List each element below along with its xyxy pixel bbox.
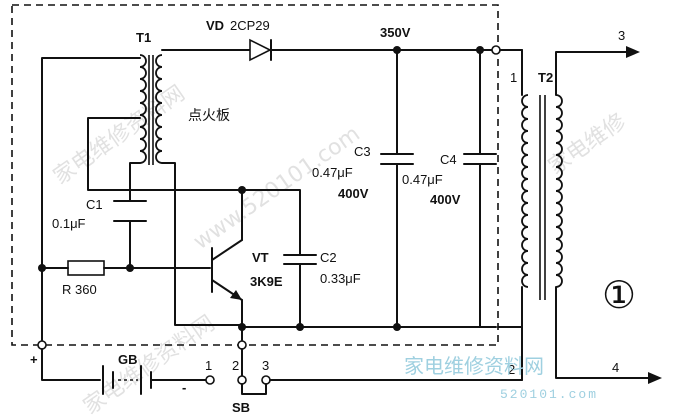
sb-pin2: 2 bbox=[232, 358, 239, 373]
plus-sign: + bbox=[30, 352, 38, 367]
terminal-out-top bbox=[491, 45, 501, 55]
capacitor-c3 bbox=[380, 153, 414, 165]
watermark-text-3: 家电维修资料网 bbox=[79, 311, 220, 419]
vt-part: 3K9E bbox=[250, 274, 283, 289]
node-c3-top bbox=[393, 46, 401, 54]
vt-collector-leg bbox=[211, 239, 243, 261]
resistor-r bbox=[67, 260, 105, 276]
output-4-label: 4 bbox=[612, 360, 619, 375]
vd-part: 2CP29 bbox=[230, 18, 270, 33]
sb-terminal-top bbox=[237, 340, 247, 350]
wire-t1sec-to-emitter bbox=[161, 162, 243, 326]
ignition-board-label: 点火板 bbox=[188, 108, 230, 124]
c4-value: 0.47μF bbox=[402, 172, 443, 187]
c3-label: C3 bbox=[354, 144, 371, 159]
c4-label: C4 bbox=[440, 152, 457, 167]
battery-gb bbox=[102, 365, 152, 395]
t1-primary-coil bbox=[139, 54, 147, 164]
output-3-label: 3 bbox=[618, 28, 625, 43]
t2-pin1-label: 1 bbox=[510, 70, 517, 85]
switch-sb bbox=[205, 340, 523, 395]
arrow-out-3 bbox=[626, 46, 640, 58]
site-logo-watermark: 家电维修资料网 520101.com bbox=[404, 354, 598, 402]
c2-label: C2 bbox=[320, 250, 337, 265]
c3-voltage: 400V bbox=[338, 186, 369, 201]
c3-value: 0.47μF bbox=[312, 165, 353, 180]
node-c4-top bbox=[476, 46, 484, 54]
sb-label: SB bbox=[232, 400, 250, 415]
sb-pin3: 3 bbox=[262, 358, 269, 373]
t2-secondary-coil bbox=[555, 94, 563, 288]
wire-out-3 bbox=[555, 51, 631, 96]
diode-vd bbox=[249, 38, 272, 62]
wire-out-4 bbox=[555, 286, 651, 379]
vd-triangle bbox=[249, 38, 272, 62]
ignition-board-outline bbox=[11, 4, 499, 346]
watermark-text-1: 家电维修资料网 bbox=[49, 81, 190, 190]
minus-sign: - bbox=[182, 380, 186, 395]
sb-contact-1 bbox=[205, 375, 215, 385]
wire-t1-to-c1 bbox=[129, 162, 141, 201]
node-c2-bottom bbox=[296, 323, 304, 331]
node-emitter bbox=[238, 323, 246, 331]
capacitor-c1 bbox=[113, 200, 147, 222]
t2-primary-coil bbox=[521, 94, 529, 288]
transformer-t1: T1 bbox=[136, 30, 163, 165]
c1-value: 0.1μF bbox=[52, 216, 86, 231]
t2-label: T2 bbox=[538, 70, 553, 85]
node-left bbox=[38, 264, 46, 272]
arrow-out-4 bbox=[648, 372, 662, 384]
terminal-plus bbox=[37, 340, 47, 350]
sb-lever bbox=[241, 383, 267, 395]
vt-emitter-arrow bbox=[230, 290, 242, 300]
logo-url-text: 520101.com bbox=[500, 387, 598, 402]
wire-tap-loop bbox=[87, 117, 243, 191]
wire-plus-to-battery bbox=[41, 348, 101, 381]
c2-value: 0.33μF bbox=[320, 271, 361, 286]
node-base bbox=[126, 264, 134, 272]
sb-contact-3 bbox=[261, 375, 271, 385]
gb-label: GB bbox=[118, 352, 138, 367]
c1-label: C1 bbox=[86, 197, 103, 212]
sb-contact-2 bbox=[237, 375, 247, 385]
sb-pin1: 1 bbox=[205, 358, 212, 373]
t1-secondary-coil bbox=[155, 54, 163, 164]
figure-number: ① bbox=[602, 273, 636, 317]
transistor-vt bbox=[211, 189, 243, 341]
wire-c2-top bbox=[241, 189, 301, 255]
logo-cn-text: 家电维修资料网 bbox=[404, 354, 544, 378]
vd-label: VD bbox=[206, 18, 224, 33]
r-label: R 360 bbox=[62, 282, 97, 297]
wire-left-rail bbox=[41, 57, 141, 341]
voltage-label: 350V bbox=[380, 25, 411, 40]
vt-label: VT bbox=[252, 250, 269, 265]
t2-pin2-label: 2 bbox=[508, 362, 515, 377]
t1-label: T1 bbox=[136, 30, 151, 45]
capacitor-c2 bbox=[283, 254, 317, 265]
c4-voltage: 400V bbox=[430, 192, 461, 207]
transformer-t2: T2 1 2 3 4 bbox=[508, 28, 662, 384]
capacitor-c4 bbox=[463, 153, 497, 165]
